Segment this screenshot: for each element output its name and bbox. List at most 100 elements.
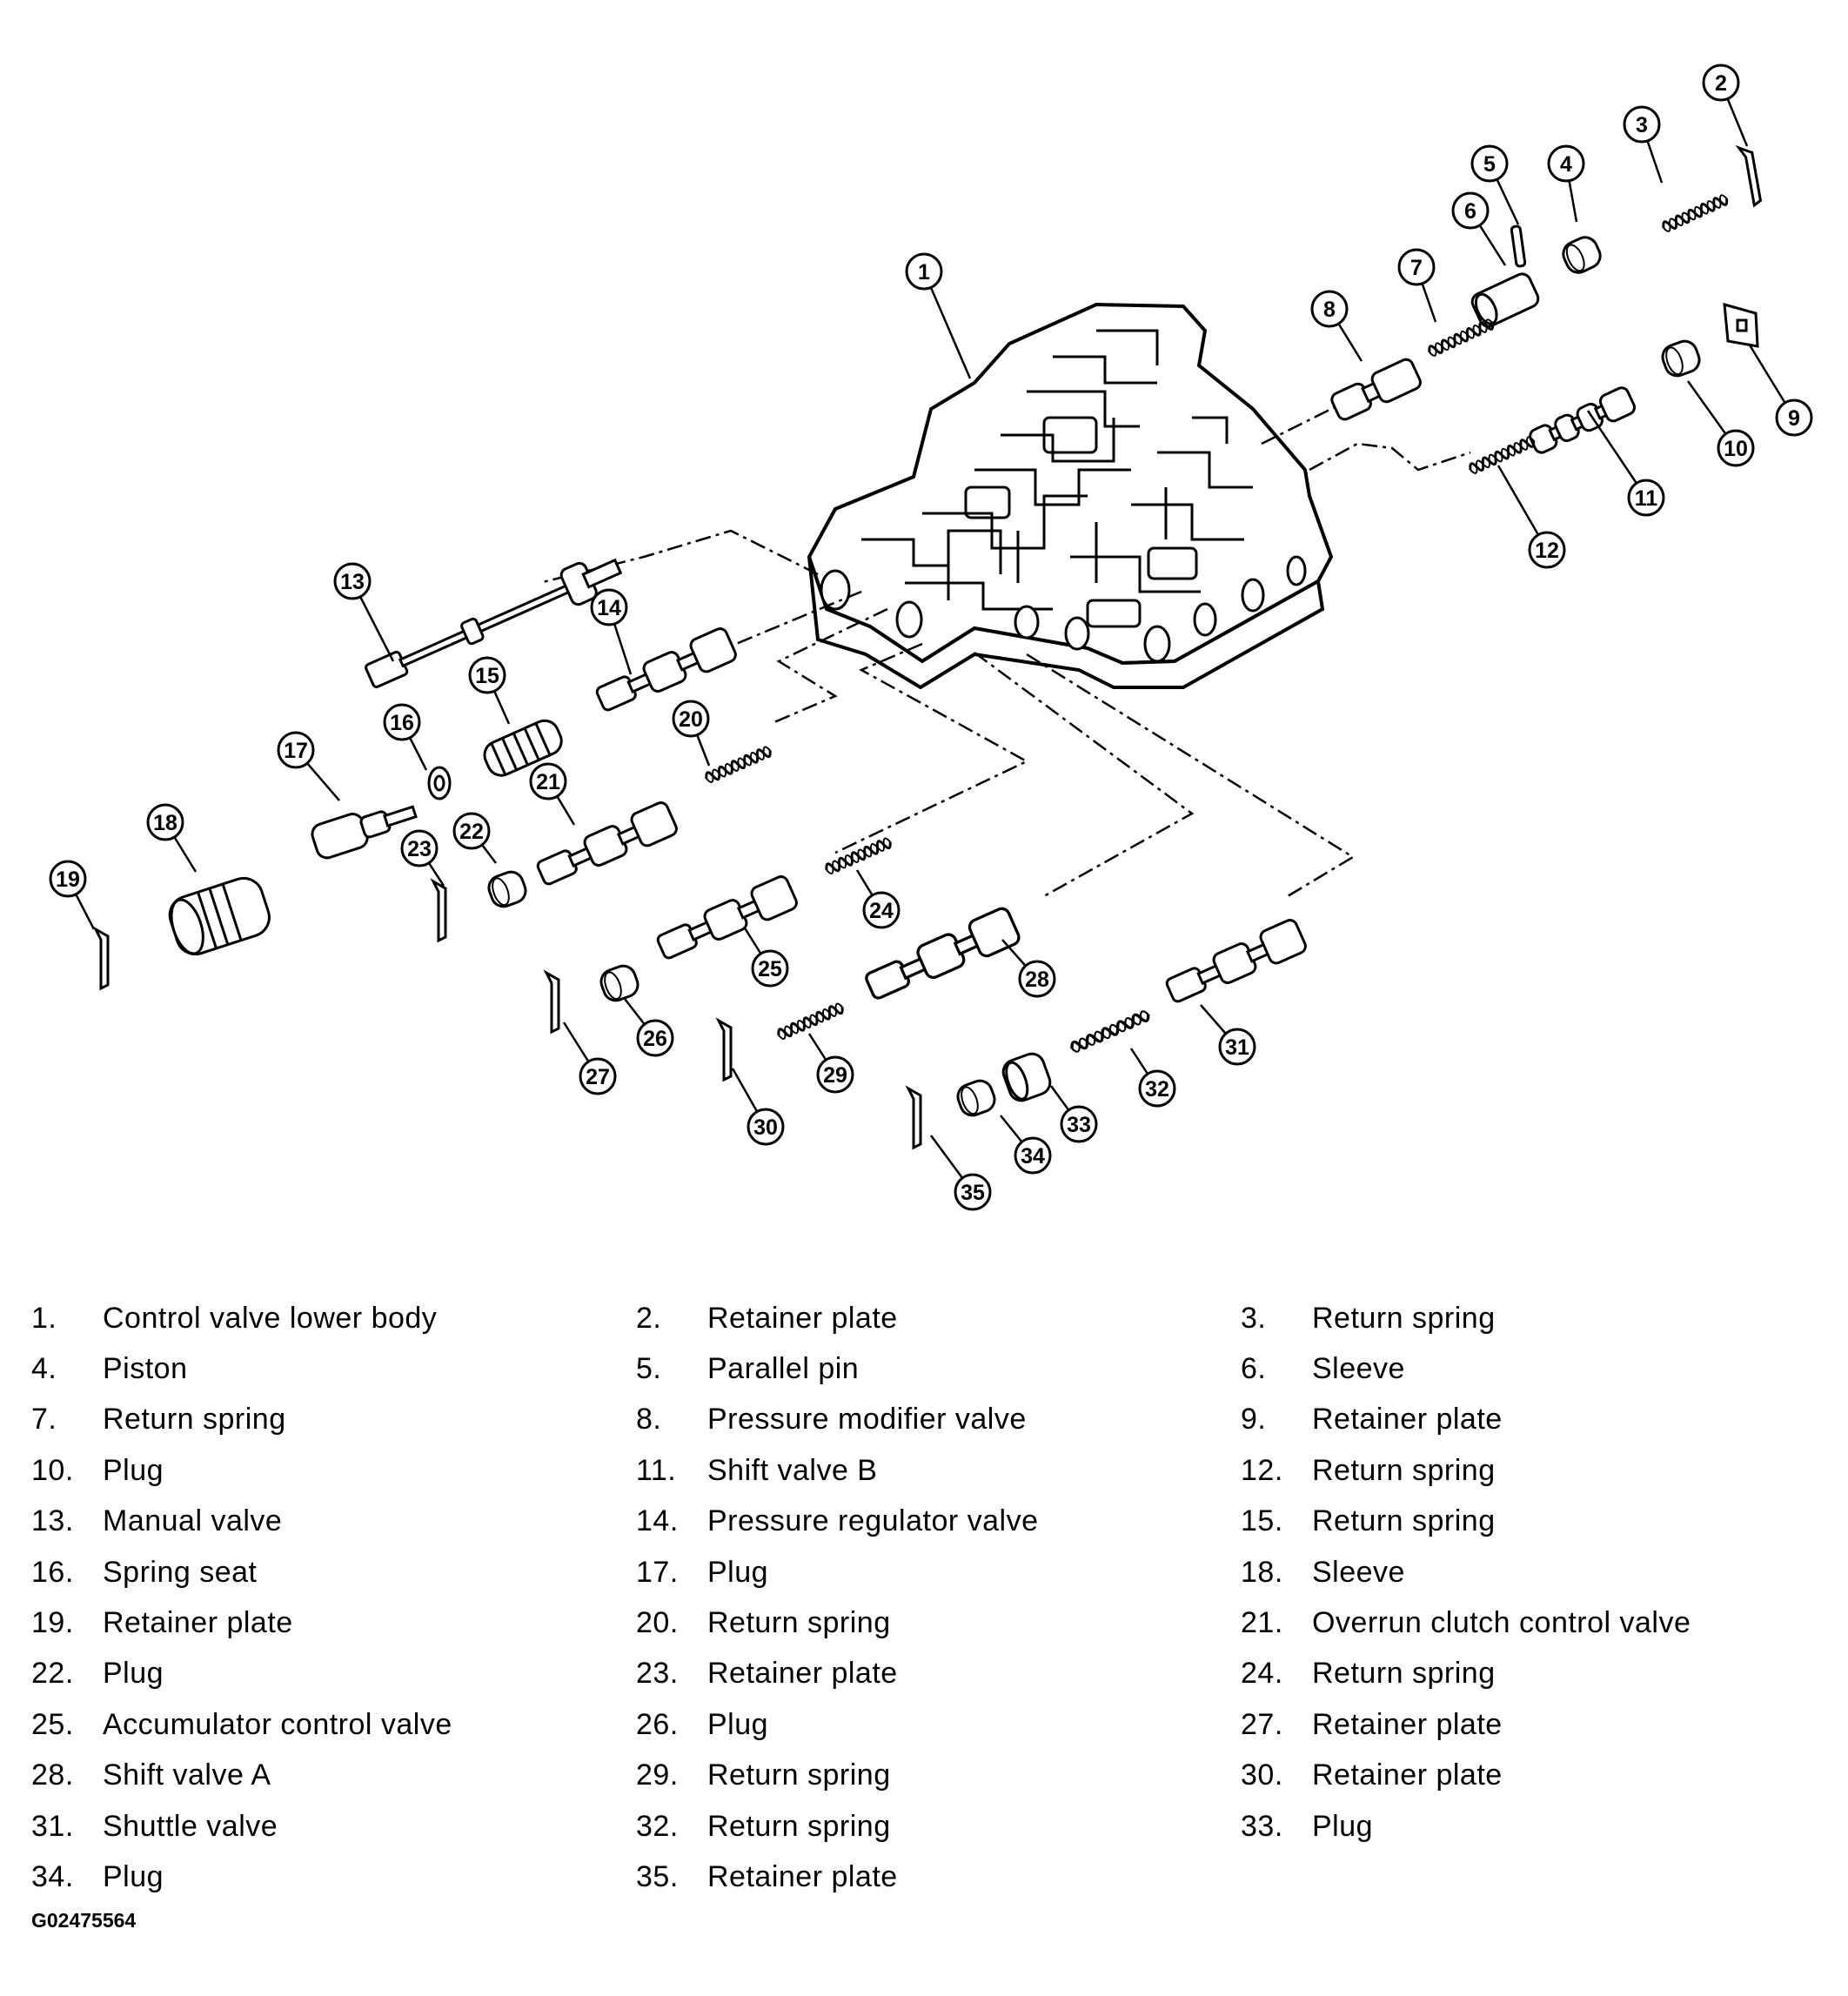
- callout-number: 9: [1788, 406, 1800, 431]
- callout-21: 21: [529, 762, 576, 826]
- callout-circle: [1627, 479, 1665, 517]
- callout-circle: [146, 803, 184, 841]
- callout-circle: [905, 252, 943, 291]
- callout-circle: [954, 1173, 992, 1211]
- legend-item: 31.Shuttle valve: [31, 1801, 636, 1852]
- legend-number: 12.: [1241, 1453, 1283, 1487]
- legend-item: 22.Plug: [31, 1649, 636, 1699]
- callout-35: 35: [929, 1135, 992, 1211]
- legend-number: 35.: [636, 1859, 679, 1893]
- callout-number: 25: [758, 957, 782, 981]
- callout-number: 11: [1635, 486, 1658, 511]
- callout-circle: [1702, 64, 1740, 102]
- legend-number: 29.: [636, 1758, 679, 1792]
- legend-item: 13.Manual valve: [31, 1497, 636, 1547]
- legend-label: Retainer plate: [707, 1301, 898, 1335]
- legend-label: Parallel pin: [707, 1352, 860, 1386]
- legend-number: 28.: [31, 1758, 74, 1792]
- callout-33: 33: [1049, 1085, 1098, 1143]
- legend-label: Accumulator control valve: [103, 1707, 452, 1741]
- legend-item: 25.Accumulator control valve: [31, 1699, 636, 1750]
- callout-number: 16: [390, 711, 414, 735]
- return-spring-3: [1659, 192, 1731, 234]
- return-spring-20: [703, 744, 774, 785]
- callout-circle: [49, 860, 87, 898]
- callout-circle: [1397, 248, 1436, 286]
- plug-26: [596, 961, 643, 1006]
- callout-17: 17: [277, 731, 340, 801]
- piston-4: [1557, 231, 1606, 278]
- legend-label: Return spring: [1312, 1453, 1496, 1487]
- legend-item: 30.Retainer plate: [1241, 1751, 1824, 1801]
- callout-circle: [1018, 960, 1056, 998]
- callout-30: 30: [731, 1068, 785, 1146]
- legend-number: 15.: [1241, 1504, 1283, 1538]
- legend-number: 20.: [636, 1606, 679, 1640]
- retainer-plate-35: [907, 1087, 922, 1149]
- callout-number: 6: [1464, 199, 1476, 224]
- callout-20: 20: [672, 700, 711, 767]
- legend-item: 23.Retainer plate: [636, 1649, 1241, 1699]
- callout-25: 25: [742, 926, 789, 988]
- sleeve-18: [168, 876, 271, 956]
- callout-5: 5: [1470, 144, 1520, 225]
- legend-item: 12. Return spring: [1241, 1445, 1824, 1496]
- callout-8: 8: [1310, 290, 1363, 362]
- legend-number: 1.: [31, 1301, 57, 1335]
- callout-number: 20: [679, 707, 703, 732]
- legend-label: Return spring: [707, 1758, 891, 1792]
- callout-16: 16: [383, 703, 428, 771]
- callout-number: 34: [1021, 1144, 1045, 1169]
- callout-circle: [1014, 1136, 1052, 1175]
- return-spring-7: [1425, 317, 1496, 358]
- callout-number: 29: [823, 1063, 847, 1088]
- callout-number: 18: [153, 811, 177, 835]
- callout-number: 3: [1636, 113, 1648, 137]
- callout-number: 15: [475, 664, 499, 688]
- callout-circle: [816, 1055, 854, 1094]
- callout-number: 35: [961, 1181, 985, 1205]
- callout-number: 26: [643, 1027, 667, 1051]
- legend-number: 19.: [31, 1606, 74, 1640]
- legend-label: Return spring: [103, 1403, 286, 1437]
- callout-11: 11: [1586, 410, 1665, 517]
- callout-circle: [529, 762, 567, 800]
- callout-number: 24: [869, 899, 894, 923]
- callout-15: 15: [468, 656, 511, 725]
- valve-body: [807, 302, 1334, 690]
- legend-number: 5.: [636, 1352, 662, 1386]
- legend-label: Return spring: [1312, 1504, 1496, 1538]
- callout-number: 8: [1323, 298, 1336, 322]
- legend-label: Return spring: [1312, 1301, 1496, 1335]
- legend-label: Control valve lower body: [103, 1301, 438, 1335]
- callout-2: 2: [1702, 64, 1749, 147]
- callout-10: 10: [1686, 380, 1755, 467]
- legend-label: Retainer plate: [1312, 1707, 1503, 1741]
- callout-leader: [922, 271, 972, 379]
- legend-number: 6.: [1241, 1352, 1267, 1386]
- callout-number: 32: [1145, 1077, 1169, 1102]
- legend-number: 30.: [1241, 1758, 1283, 1792]
- spring-seat-16: [427, 766, 452, 800]
- callout-circle: [452, 812, 491, 850]
- legend-number: 8.: [636, 1403, 662, 1437]
- legend-item: 8.Pressure modifier valve: [636, 1395, 1241, 1445]
- legend-item: 27.Retainer plate: [1241, 1699, 1824, 1750]
- legend-number: 3.: [1241, 1301, 1267, 1335]
- plug-33: [1001, 1052, 1052, 1102]
- legend-number: 11.: [636, 1453, 677, 1487]
- legend-label: Retainer plate: [707, 1859, 898, 1893]
- callout-number: 31: [1225, 1035, 1249, 1060]
- manual-valve-13: [365, 558, 623, 689]
- callout-number: 10: [1724, 437, 1748, 461]
- callout-27: 27: [562, 1021, 617, 1095]
- parts: [94, 144, 1763, 1149]
- callout-circle: [1451, 191, 1490, 230]
- return-spring-15: [483, 719, 563, 777]
- callout-number: 2: [1715, 71, 1727, 96]
- legend-number: 22.: [31, 1657, 74, 1691]
- callout-4: 4: [1547, 144, 1585, 223]
- callout-number: 17: [284, 739, 308, 763]
- legend-number: 16.: [31, 1555, 74, 1589]
